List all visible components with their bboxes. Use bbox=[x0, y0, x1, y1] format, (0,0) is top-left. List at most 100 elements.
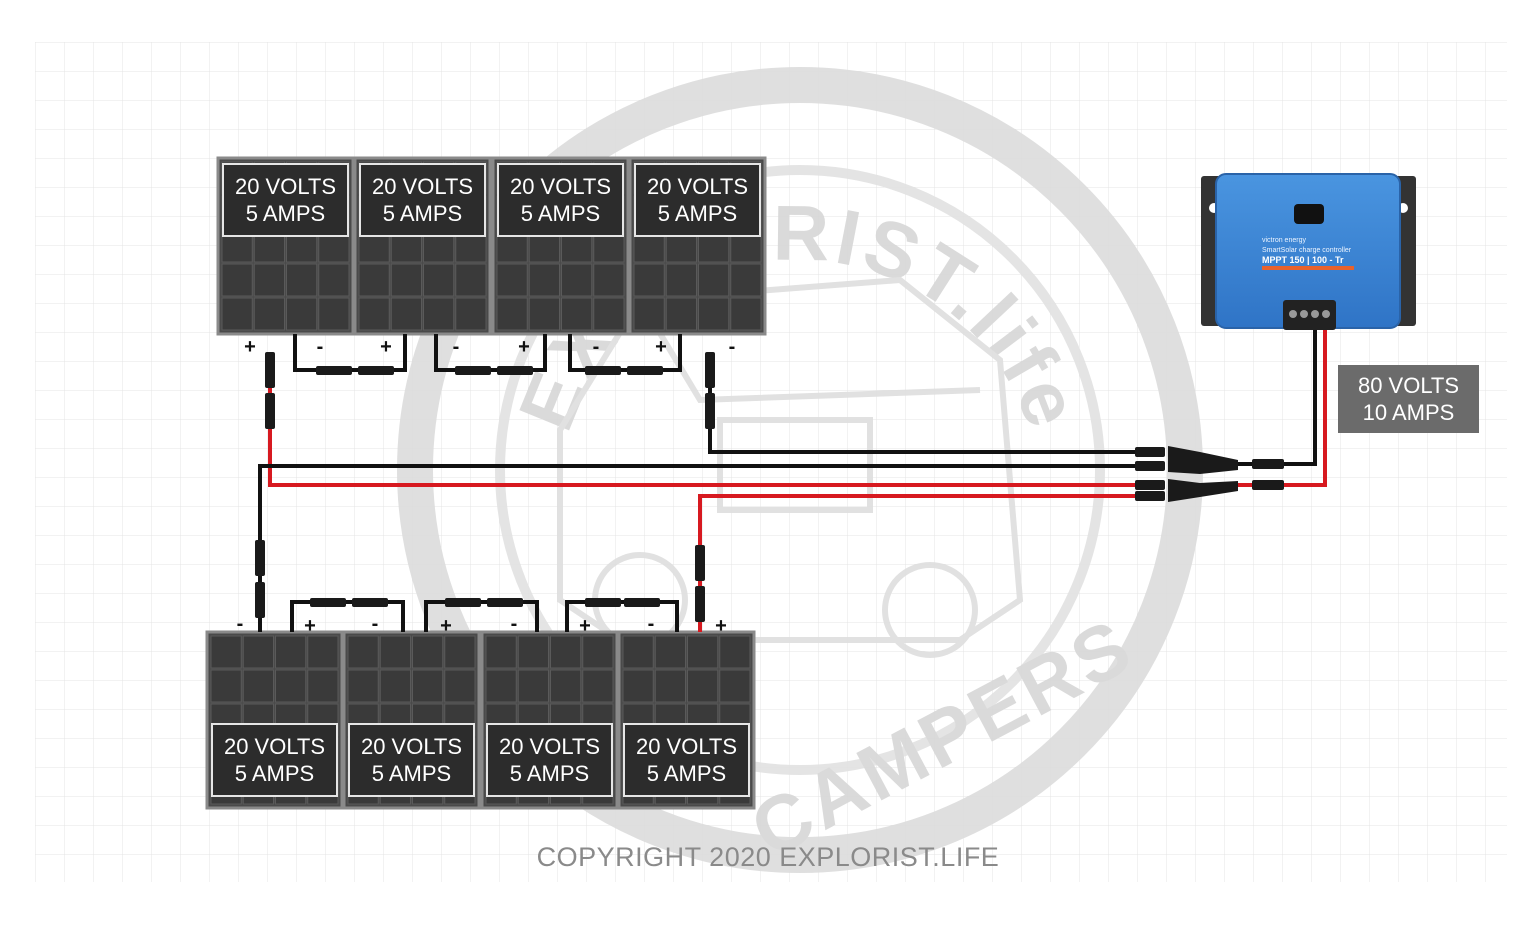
panel-cell bbox=[390, 297, 422, 331]
mc4-connector bbox=[358, 366, 394, 375]
polarity-mark: + bbox=[715, 615, 727, 637]
mc4-connector bbox=[585, 366, 621, 375]
panel-cell bbox=[390, 263, 422, 297]
panel-cell bbox=[561, 263, 593, 297]
panel-cell bbox=[719, 635, 751, 669]
panel-cell bbox=[210, 635, 242, 669]
panel-cell bbox=[633, 297, 665, 331]
polarity-mark: - bbox=[648, 613, 655, 635]
panel-cell bbox=[210, 669, 242, 703]
terminal-block bbox=[1283, 300, 1336, 330]
panel-volts: 20 VOLTS bbox=[361, 734, 462, 759]
panel-amps: 5 AMPS bbox=[658, 201, 737, 226]
panel-amps: 5 AMPS bbox=[246, 201, 325, 226]
panel-cell bbox=[550, 635, 582, 669]
panel-cell bbox=[253, 263, 285, 297]
panel-cell bbox=[242, 669, 274, 703]
branch-connector bbox=[1135, 447, 1165, 457]
copyright-text: COPYRIGHT 2020 EXPLORIST.LIFE bbox=[536, 842, 1000, 872]
total-output-label: 80 VOLTS 10 AMPS bbox=[1338, 365, 1479, 433]
jumper-wire bbox=[568, 334, 682, 372]
panel-cell bbox=[665, 297, 697, 331]
panel-cell bbox=[275, 635, 307, 669]
polarity-mark: - bbox=[237, 613, 244, 635]
panel-cell bbox=[318, 263, 350, 297]
panel-cell bbox=[423, 297, 455, 331]
bottom-negative-run bbox=[258, 464, 1165, 632]
panel-cell bbox=[318, 297, 350, 331]
panel-cell bbox=[253, 297, 285, 331]
panel-cell bbox=[221, 297, 253, 331]
panel-cell bbox=[307, 635, 339, 669]
panel-label-box bbox=[623, 723, 750, 797]
panel-cell bbox=[286, 297, 318, 331]
controller-subtitle: SmartSolar charge controller bbox=[1262, 247, 1352, 254]
polarity-mark: + bbox=[244, 336, 256, 358]
panel-volts: 20 VOLTS bbox=[499, 734, 600, 759]
panel-label-box bbox=[486, 723, 613, 797]
panel-cell bbox=[347, 669, 379, 703]
mc4-connector bbox=[497, 366, 533, 375]
mc4-connector bbox=[624, 598, 660, 607]
polarity-mark: - bbox=[511, 613, 518, 635]
panel-cell bbox=[307, 669, 339, 703]
polarity-mark: - bbox=[453, 336, 460, 358]
panel-volts: 20 VOLTS bbox=[372, 174, 473, 199]
panel-cell bbox=[561, 297, 593, 331]
panel-amps: 5 AMPS bbox=[510, 761, 589, 786]
panel-volts: 20 VOLTS bbox=[224, 734, 325, 759]
controller-connector bbox=[1252, 459, 1284, 469]
panel-cell bbox=[730, 297, 762, 331]
branch-y-positive bbox=[1168, 479, 1238, 502]
panel-cell bbox=[412, 669, 444, 703]
charge-controller: victron energy SmartSolar charge control… bbox=[1201, 173, 1416, 330]
panel-cell bbox=[358, 263, 390, 297]
panel-cell bbox=[275, 669, 307, 703]
branch-connector bbox=[1135, 461, 1165, 471]
panel-cell bbox=[412, 635, 444, 669]
panel-cell bbox=[528, 263, 560, 297]
mc4-connector bbox=[487, 598, 523, 607]
panel-cell bbox=[633, 263, 665, 297]
panel-cell bbox=[485, 669, 517, 703]
polarity-mark: + bbox=[518, 336, 530, 358]
mc4-connector bbox=[705, 352, 715, 388]
mc4-connector bbox=[445, 598, 481, 607]
total-volts: 80 VOLTS bbox=[1357, 373, 1460, 398]
panel-cell bbox=[550, 669, 582, 703]
mc4-connector bbox=[352, 598, 388, 607]
panel-cell bbox=[496, 263, 528, 297]
panel-cell bbox=[622, 669, 654, 703]
mc4-connector bbox=[695, 545, 705, 581]
panel-cell bbox=[221, 263, 253, 297]
panel-volts: 20 VOLTS bbox=[636, 734, 737, 759]
panel-cell bbox=[698, 297, 730, 331]
panel-amps: 5 AMPS bbox=[383, 201, 462, 226]
controller-brand: victron energy bbox=[1262, 237, 1306, 244]
panel-label-box bbox=[497, 163, 624, 237]
panel-cell bbox=[358, 297, 390, 331]
panel-volts: 20 VOLTS bbox=[235, 174, 336, 199]
panel-label-box bbox=[211, 723, 338, 797]
jumper-wire bbox=[565, 600, 679, 632]
panel-cell bbox=[665, 263, 697, 297]
panel-cell bbox=[444, 669, 476, 703]
panel-cell bbox=[379, 635, 411, 669]
total-amps: 10 AMPS bbox=[1362, 400, 1455, 425]
polarity-mark: - bbox=[729, 336, 736, 358]
connectors bbox=[255, 352, 1284, 622]
branch-connector bbox=[1135, 491, 1165, 501]
panel-cell bbox=[455, 297, 487, 331]
mc4-connector bbox=[255, 582, 265, 618]
panel-cell bbox=[687, 669, 719, 703]
panel-amps: 5 AMPS bbox=[647, 761, 726, 786]
panel-cell bbox=[455, 263, 487, 297]
polarity-mark: + bbox=[304, 615, 316, 637]
